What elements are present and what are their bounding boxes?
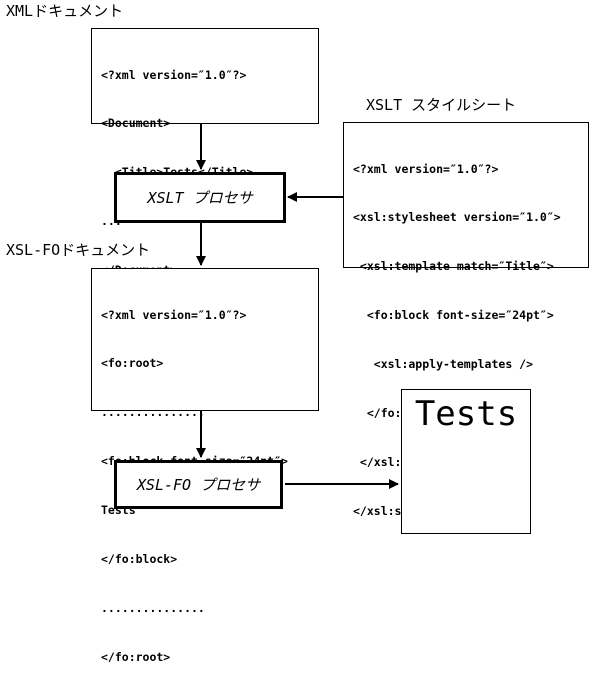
output-page: Tests xyxy=(401,389,531,534)
code-line: </fo:root> xyxy=(101,649,171,664)
xslfo-processor-box: XSL-FO プロセサ xyxy=(114,460,283,509)
xml-document-box: <?xml version=″1.0″?> <Document> <Title>… xyxy=(91,28,319,277)
code-line: <?xml version=″1.0″?> xyxy=(353,161,499,176)
xslfo-processor-label: XSL-FO プロセサ xyxy=(136,476,261,494)
flow-arrows xyxy=(196,124,399,489)
code-line: <Document> xyxy=(101,116,171,131)
xslt-processor-box: XSLT プロセサ xyxy=(114,172,286,223)
code-line: <xsl:apply-templates /> xyxy=(353,357,534,372)
code-line: <fo:block font-size=″24pt″> xyxy=(353,308,554,323)
xslfo-document-box: <?xml version=″1.0″?> <fo:root> ........… xyxy=(91,268,319,664)
xslfo-document-label: XSL-FOドキュメント xyxy=(6,241,151,259)
xslt-stylesheet-box: <?xml version=″1.0″?> <xsl:stylesheet ve… xyxy=(343,122,589,518)
code-line: ............... xyxy=(101,600,205,615)
xml-document-label: XMLドキュメント xyxy=(6,2,124,20)
code-line: <xsl:stylesheet version=″1.0″> xyxy=(353,210,561,225)
code-line: <?xml version=″1.0″?> xyxy=(101,67,247,82)
code-line: </fo:block> xyxy=(101,552,178,567)
xslt-stylesheet-label: XSLT スタイルシート xyxy=(366,96,517,114)
output-page-text: Tests xyxy=(414,394,518,434)
xslt-processor-label: XSLT プロセサ xyxy=(147,189,253,207)
code-line: <?xml version=″1.0″?> xyxy=(101,307,247,322)
code-line: <fo:root> xyxy=(101,356,164,371)
code-line: <xsl:template match=″Title″> xyxy=(353,259,554,274)
code-line: ............... xyxy=(101,405,205,420)
